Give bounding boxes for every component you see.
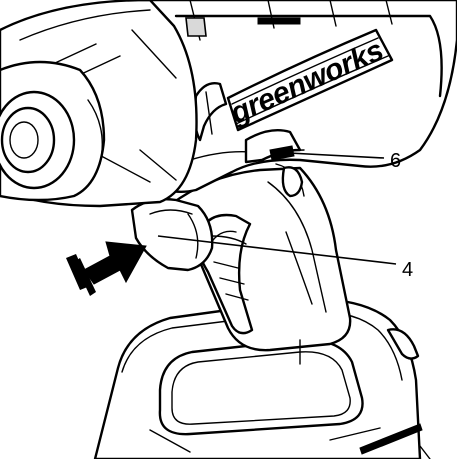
motor-housing <box>148 0 457 198</box>
push-arrow-icon <box>66 241 147 296</box>
callout-label-6: 6 <box>390 150 401 172</box>
leader-line-4 <box>157 235 397 265</box>
trigger-switch <box>130 197 247 272</box>
callout-label-4: 4 <box>402 259 413 281</box>
chuck <box>0 0 198 208</box>
leader-line-6 <box>269 151 385 159</box>
